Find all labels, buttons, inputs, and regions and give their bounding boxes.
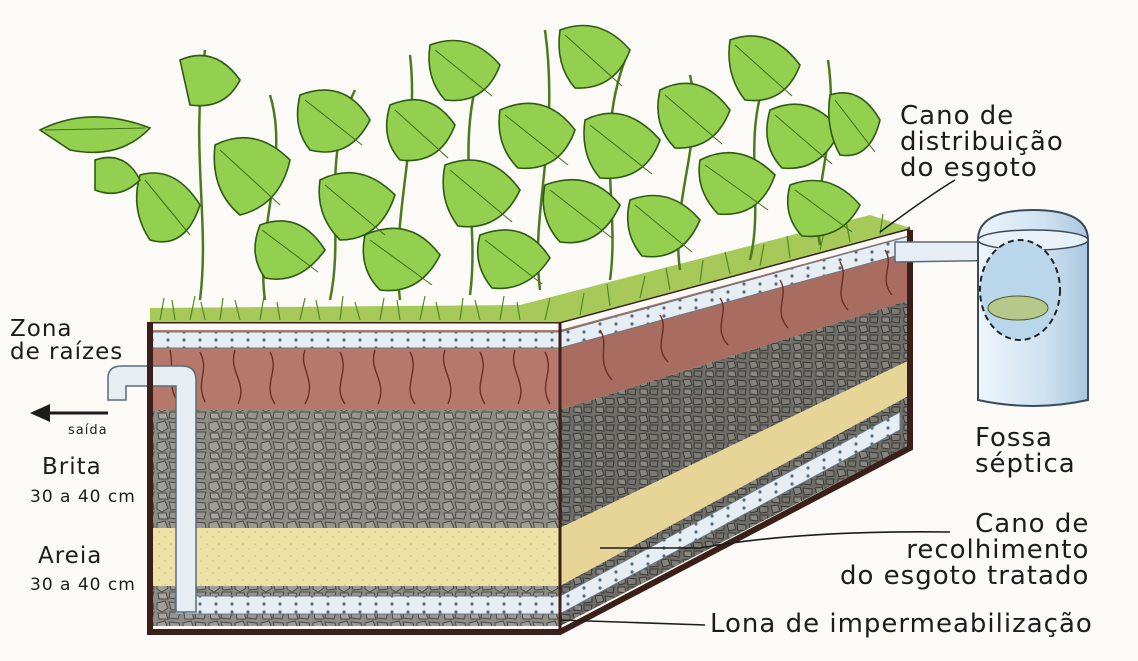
label-gravel: Brita [42,456,102,479]
label-root-zone: Zona de raízes [10,318,123,364]
outlet-arrow [30,404,108,422]
label-gravel-depth: 30 a 40 cm [30,489,136,506]
box-front-face [150,330,560,626]
label-distribution-pipe: Cano de distribuição do esgoto [900,103,1064,181]
label-liner: Lona de impermeabilização [710,611,1093,637]
septic-tank [978,210,1088,406]
label-collection-pipe: Cano de recolhimento do esgoto tratado [840,511,1089,589]
label-septic-tank: Fossa séptica [975,425,1076,477]
label-sand-depth: 30 a 40 cm [30,577,136,594]
label-sand: Areia [38,545,102,568]
label-outlet: saída [68,424,108,437]
